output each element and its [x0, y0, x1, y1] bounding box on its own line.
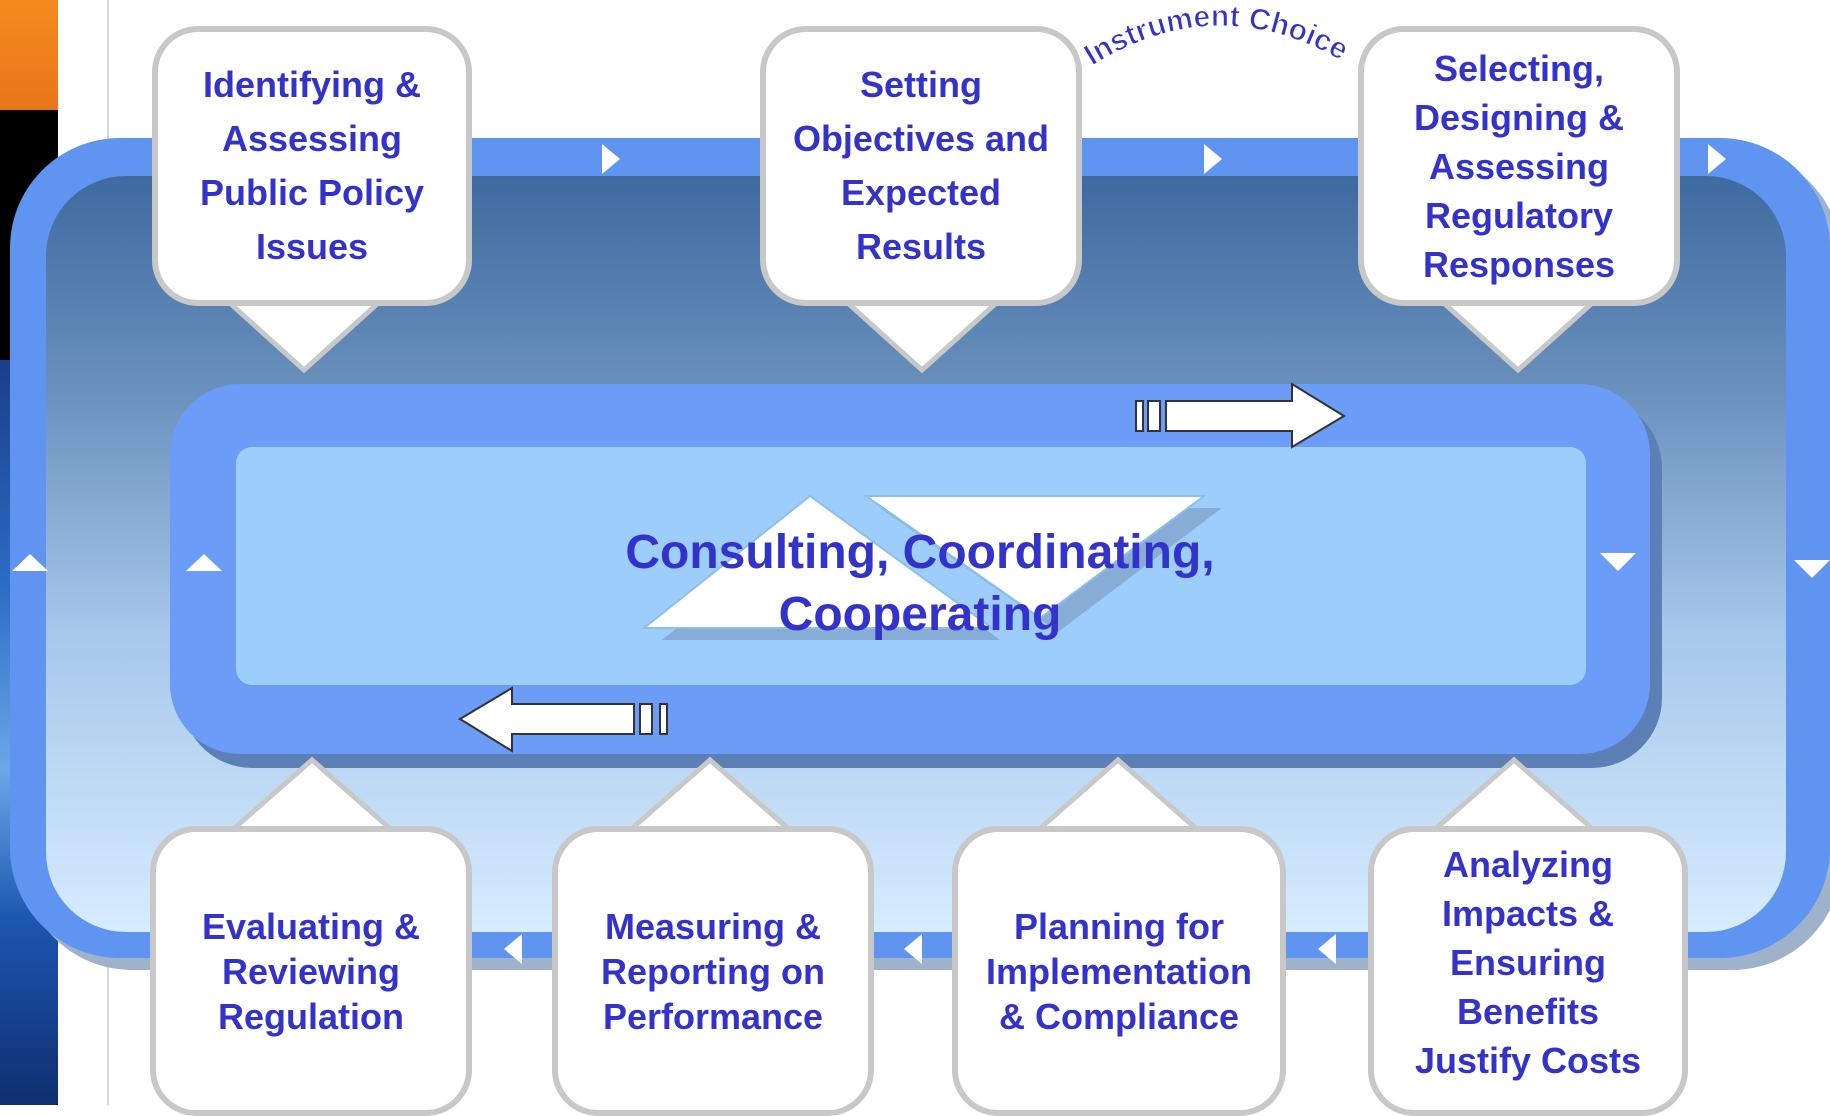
connector-up-1: [223, 756, 401, 835]
connector-up-2: [621, 756, 799, 835]
connector-up-4: [1425, 756, 1603, 835]
flow-up-arrow-outer: [12, 554, 48, 571]
flow-left-arrow-2: [904, 934, 922, 964]
step-setting-objectives: Setting Objectives and Expected Results: [760, 26, 1082, 306]
center-triangles: [641, 494, 1222, 640]
step-selecting-designing: Selecting, Designing & Assessing Regulat…: [1358, 26, 1680, 306]
orange-strip: [0, 0, 58, 110]
center-label: Consulting, Coordinating, Cooperating: [625, 526, 1215, 641]
step-label: Planning for Implementation & Compliance: [985, 905, 1253, 1037]
connector-down-3: [1429, 293, 1607, 374]
step-label: Measuring & Reporting on Performance: [601, 905, 825, 1037]
flow-down-arrow-inner: [1600, 553, 1636, 571]
flow-right-arrow-1: [602, 144, 620, 174]
instrument-choice-label: Instrument Choice: [1079, 0, 1354, 72]
flow-right-arrow-3: [1708, 144, 1726, 174]
connector-down-1: [215, 293, 393, 374]
flow-left-arrow-1: [504, 934, 522, 964]
step-analyzing-impacts: Analyzing Impacts & Ensuring Benefits Ju…: [1368, 826, 1688, 1116]
step-label: Evaluating & Reviewing Regulation: [201, 905, 421, 1037]
center-panel: [236, 447, 1586, 685]
step-label: Selecting, Designing & Assessing Regulat…: [1413, 47, 1624, 285]
step-planning-implementation: Planning for Implementation & Compliance: [952, 826, 1286, 1116]
step-identifying-assessing: Identifying & Assessing Public Policy Is…: [152, 26, 472, 306]
flow-right-arrow-2: [1204, 144, 1222, 174]
step-label: Identifying & Assessing Public Policy Is…: [199, 64, 425, 267]
step-label: Analyzing Impacts & Ensuring Benefits Ju…: [1414, 844, 1642, 1081]
connector-down-2: [833, 293, 1011, 374]
step-evaluating-reviewing: Evaluating & Reviewing Regulation: [150, 826, 472, 1116]
flow-down-arrow-outer: [1794, 560, 1830, 578]
block-arrow-left: [458, 686, 668, 753]
block-arrow-right: [1135, 382, 1346, 449]
step-measuring-reporting: Measuring & Reporting on Performance: [552, 826, 874, 1116]
flow-left-arrow-3: [1318, 934, 1336, 964]
flow-up-arrow-inner: [186, 554, 222, 571]
connector-up-3: [1029, 756, 1207, 835]
step-label: Setting Objectives and Expected Results: [792, 64, 1050, 267]
